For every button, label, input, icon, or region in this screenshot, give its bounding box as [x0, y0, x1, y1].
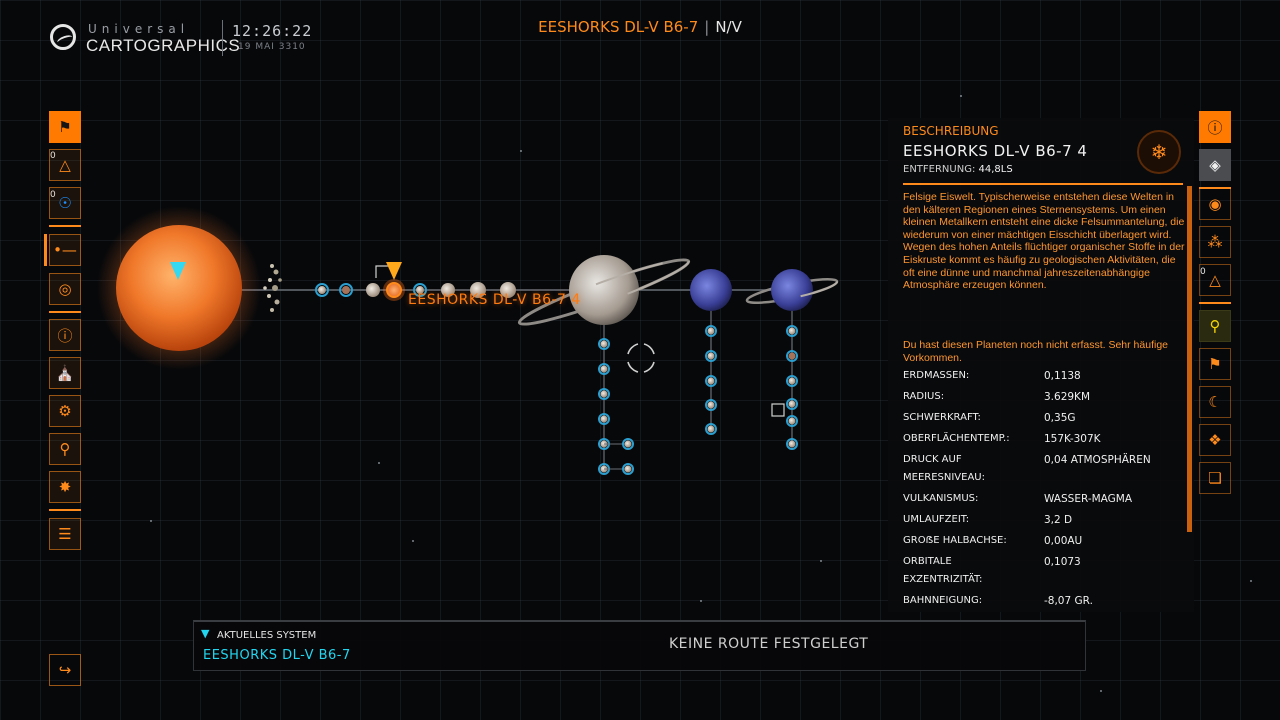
prop-label: GROẞE HALBACHSE:	[903, 535, 1007, 546]
logo-divider	[222, 20, 223, 56]
system-icon[interactable]: ◎	[49, 273, 81, 305]
globe-count: 0	[50, 190, 56, 200]
prop-label: OBERFLÄCHENTEMP.:	[903, 433, 1010, 444]
active-marker	[44, 234, 47, 266]
prop-label: VULKANISMUS:	[903, 493, 979, 504]
landing-count: 0	[50, 151, 56, 161]
gas-giant-2[interactable]	[690, 269, 732, 311]
prop-value: WASSER-MAGMA	[1044, 493, 1133, 505]
prop-label: RADIUS:	[903, 391, 945, 402]
body-distance: ENTFERNUNG: 44,8LS	[903, 164, 1013, 175]
body-note: Du hast diesen Planeten noch nicht erfas…	[903, 339, 1169, 364]
signal-icon[interactable]: ⁂	[1199, 226, 1231, 258]
bodies-icon[interactable]: ✸	[49, 471, 81, 503]
moons-2[interactable]	[705, 325, 717, 435]
prop-label: ERDMASSEN:	[903, 370, 970, 381]
route-status: KEINE ROUTE FESTGELEGT	[669, 636, 869, 652]
system-title: EESHORKS DL-V B6-7 | N/V	[0, 18, 1280, 36]
body-info-panel	[888, 118, 1194, 612]
route-bar	[193, 620, 1086, 671]
moons-3[interactable]	[771, 325, 798, 450]
system-name: EESHORKS DL-V B6-7	[538, 18, 699, 36]
prop-value: 0,1138	[1044, 370, 1081, 382]
logo-top-text: Universal	[88, 22, 190, 36]
left-divider	[49, 225, 81, 227]
prop-value: 0,04 ATMOSPHÄREN	[1044, 454, 1151, 466]
prop-label: BAHNNEIGUNG:	[903, 595, 983, 606]
prop-value: 3,2 D	[1044, 514, 1073, 526]
selected-body-label: EESHORKS DL-V B6-7 4	[408, 292, 581, 308]
planet-3[interactable]	[366, 283, 380, 297]
cursor-reticle-icon	[627, 343, 655, 373]
gas-giant-3[interactable]	[745, 269, 839, 311]
exit-icon[interactable]: ↪	[49, 654, 81, 686]
logo-main-text: CARTOGRAPHICS	[86, 36, 241, 55]
route-icon[interactable]: •—	[49, 234, 81, 266]
current-system-name[interactable]: EESHORKS DL-V B6-7	[203, 648, 351, 663]
panel-rule	[903, 183, 1183, 185]
planet-6[interactable]	[441, 283, 455, 297]
info-icon[interactable]: ⓘ	[49, 319, 81, 351]
right-landing-count: 0	[1200, 267, 1206, 277]
panel-section-title: BESCHREIBUNG	[903, 124, 999, 138]
location-icon[interactable]: ⚲	[49, 433, 81, 465]
panel-scrollbar[interactable]	[1187, 186, 1192, 532]
distance-value: 44,8LS	[978, 164, 1013, 175]
prop-value: 3.629KM	[1044, 391, 1091, 403]
title-separator: |	[704, 18, 710, 36]
snowflake-icon: ❄	[1137, 130, 1181, 174]
bookmark-icon[interactable]: ⚑	[1199, 348, 1231, 380]
clock-date: 19 MAI 3310	[238, 42, 306, 52]
prop-label: DRUCK AUF MEERESNIVEAU:	[903, 454, 985, 483]
selected-planet[interactable]	[375, 262, 405, 301]
planet-2[interactable]	[339, 283, 353, 297]
filter-icon[interactable]: ◈	[1199, 149, 1231, 181]
distance-label: ENTFERNUNG:	[903, 164, 976, 175]
prop-value: 0,00AU	[1044, 535, 1083, 547]
gear-icon[interactable]: ⚙	[49, 395, 81, 427]
current-location-icon: ▼	[201, 627, 210, 640]
prop-label: ORBITALE EXZENTRIZITÄT:	[903, 556, 983, 585]
star-icon[interactable]: ◉	[1199, 188, 1231, 220]
prop-value: 0,1073	[1044, 556, 1081, 568]
clock-time: 12:26:22	[232, 22, 313, 40]
prop-value: 157K-307K	[1044, 433, 1101, 445]
left-divider	[49, 509, 81, 511]
landing-icon[interactable]: △	[1199, 264, 1231, 296]
network-icon[interactable]: ❖	[1199, 424, 1231, 456]
moon-icon[interactable]: ☾	[1199, 386, 1231, 418]
asteroid-belt[interactable]	[263, 264, 282, 312]
planet-1[interactable]	[315, 283, 329, 297]
body-name: EESHORKS DL-V B6-7 4	[903, 142, 1088, 160]
body-description: Felsige Eiswelt. Typischerweise entstehe…	[903, 191, 1185, 292]
prop-label: UMLAUFZEIT:	[903, 514, 970, 525]
bookmark-icon[interactable]: ⚑	[49, 111, 81, 143]
planet-5[interactable]	[413, 283, 427, 297]
system-allegiance: N/V	[715, 18, 742, 36]
cartographics-logo-icon	[50, 24, 76, 50]
star-body[interactable]	[116, 225, 242, 351]
right-divider	[1199, 302, 1231, 304]
planet-8[interactable]	[500, 282, 516, 298]
gas-giant-1[interactable]	[516, 252, 692, 332]
current-system-marker	[170, 262, 186, 280]
prop-value: 0,35G	[1044, 412, 1076, 424]
list-icon[interactable]: ☰	[49, 518, 81, 550]
poi-icon[interactable]: ⚲	[1199, 310, 1231, 342]
moons-1[interactable]	[598, 338, 634, 475]
right-divider	[1199, 187, 1231, 189]
logo: Universal CARTOGRAPHICS 12:26:22 19 MAI …	[50, 20, 312, 60]
current-system-label: AKTUELLES SYSTEM	[217, 630, 317, 641]
globe-icon[interactable]: ☉	[49, 187, 81, 219]
landing-icon[interactable]: △	[49, 149, 81, 181]
left-divider	[49, 311, 81, 313]
prop-label: SCHWERKRAFT:	[903, 412, 981, 423]
prop-value: -8,07 GR.	[1044, 595, 1093, 607]
info-alert-icon[interactable]: ⓘ	[1199, 111, 1231, 143]
layers-icon[interactable]: ❏	[1199, 462, 1231, 494]
bank-icon[interactable]: ⛪	[49, 357, 81, 389]
planet-7[interactable]	[470, 282, 486, 298]
